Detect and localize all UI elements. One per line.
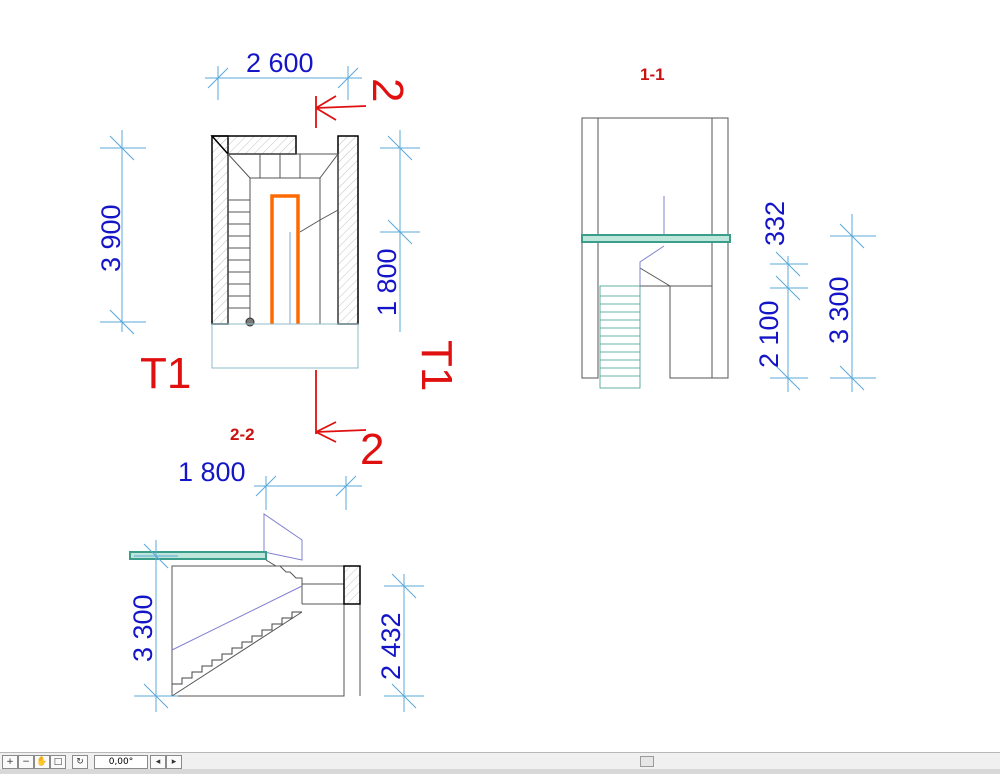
section-2-2-beam	[343, 565, 361, 605]
section-2-2-dim-1800	[254, 475, 362, 510]
section-1-1-dims	[770, 214, 876, 392]
bottom-toolbar-strip	[0, 769, 1000, 774]
zoom-window-icon[interactable]: □	[50, 755, 66, 769]
section-1-1-dim-2100-label: 2 100	[754, 300, 784, 368]
section-1-1-door	[669, 285, 713, 379]
section-2-2-slab	[129, 551, 267, 560]
plan-newel-post	[245, 317, 255, 327]
plan-t1-mark-left: T1	[140, 349, 191, 398]
section-1-1-wall-left	[581, 117, 599, 379]
section-2-2-dim-3300-label: 3 300	[128, 594, 158, 662]
section-2-2-title: 2-2	[230, 425, 255, 444]
plan-dim-width-label: 2 600	[246, 48, 314, 78]
zoom-in-icon[interactable]: +	[2, 755, 18, 769]
section-2-2-flight-soffit	[171, 611, 303, 697]
pan-icon[interactable]: ✋	[34, 755, 50, 769]
section-1-1-slab	[581, 234, 731, 243]
status-bar: + − ✋ □ ↻ 0,00° ◂ ▸	[0, 752, 1000, 774]
plan-stair	[227, 153, 339, 325]
section-2-2-lower-flight	[172, 611, 302, 685]
section-2-2-rail-panel	[263, 513, 303, 561]
section-1-1-flight	[599, 285, 641, 389]
drawing-canvas[interactable]: 2 600 3 900 1 800 2 2	[0, 0, 1000, 752]
plan-cut-mark-bottom: 2	[360, 425, 384, 474]
section-1-1-title: 1-1	[640, 65, 665, 84]
section-2-2-rail-line	[171, 585, 303, 651]
section-2-2-upper-flight	[265, 559, 303, 584]
plan-wall-right	[337, 135, 359, 325]
plan-cut-mark-top: 2	[363, 78, 412, 102]
section-1-1-view: 1-1	[581, 65, 876, 392]
plan-wall-left	[211, 135, 229, 325]
section-1-1-upper-rail	[639, 196, 665, 286]
plan-dim-inner	[380, 130, 420, 332]
zoom-prev-icon[interactable]: ◂	[150, 755, 166, 769]
section-1-1-dim-332-label: 332	[760, 201, 790, 246]
plan-wall-top	[210, 135, 297, 155]
plan-landing	[211, 323, 359, 369]
plan-dim-width	[205, 66, 362, 100]
plan-dim-height	[100, 130, 146, 335]
plan-view: 2 600 3 900 1 800 2 2	[96, 48, 461, 474]
horizontal-scrollbar-thumb[interactable]	[640, 756, 654, 767]
plan-t1-mark-right: T1	[412, 340, 461, 391]
section-2-2-room	[171, 565, 345, 697]
section-1-1-dim-3300-label: 3 300	[824, 276, 854, 344]
section-1-1-wall-right	[711, 117, 729, 379]
zoom-out-icon[interactable]: −	[18, 755, 34, 769]
section-2-2-dim-3300	[134, 540, 178, 712]
section-2-2-view: 2-2 1 800	[128, 425, 424, 712]
section-2-2-dim-1800-label: 1 800	[178, 457, 246, 487]
section-2-2-dim-2432	[384, 573, 424, 712]
angle-input[interactable]: 0,00°	[94, 755, 148, 769]
plan-dim-height-label: 3 900	[96, 204, 126, 272]
zoom-next-icon[interactable]: ▸	[166, 755, 182, 769]
plan-handrail	[270, 194, 300, 324]
plan-cut-line-2	[315, 95, 367, 443]
plan-dim-inner-label: 1 800	[372, 248, 402, 316]
rotate-icon[interactable]: ↻	[72, 755, 88, 769]
section-2-2-dim-2432-label: 2 432	[376, 612, 406, 680]
